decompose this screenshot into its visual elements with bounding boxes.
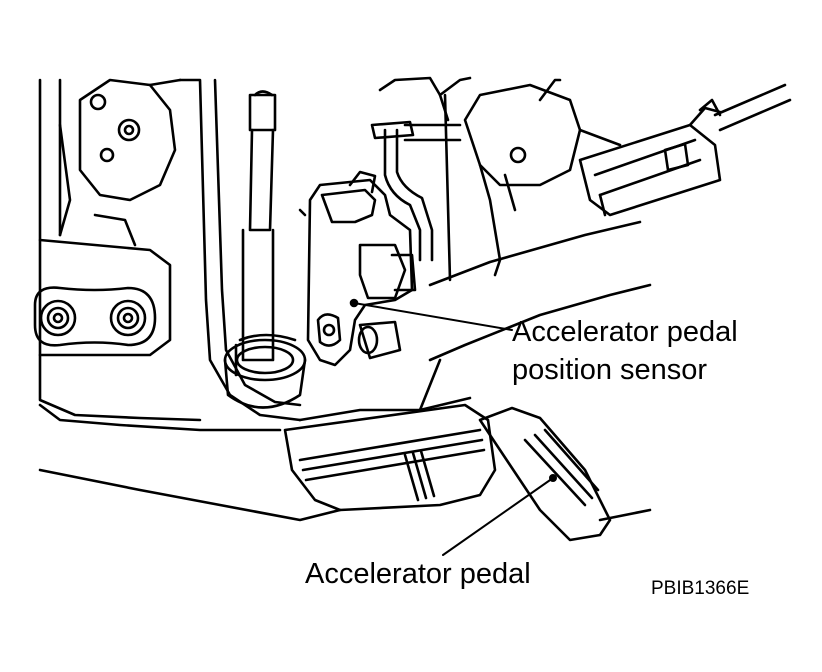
callout-pedal-sensor-line-1: Accelerator pedal (512, 316, 738, 348)
firewall-bracket (378, 76, 652, 412)
sensor-harness (348, 120, 462, 262)
figure-code: PBIB1366E (651, 578, 750, 599)
brake-pedal-pad (283, 403, 497, 512)
leader-aps (353, 302, 513, 331)
callout-leaders (353, 302, 557, 556)
mounting-bolts (33, 286, 157, 347)
push-rod (234, 90, 277, 377)
pedal-pivot-boss (223, 333, 307, 409)
accelerator-pedal-pad (478, 406, 612, 542)
wiring-connector (578, 83, 792, 217)
leader-pedal (442, 477, 554, 556)
pedal-position-sensor (298, 178, 417, 367)
dash-panel-left (38, 78, 202, 422)
callout-pedal-sensor-line-2: position sensor (512, 354, 708, 386)
callout-accelerator-pedal: Accelerator pedal (305, 558, 531, 590)
floor-line (38, 396, 652, 522)
